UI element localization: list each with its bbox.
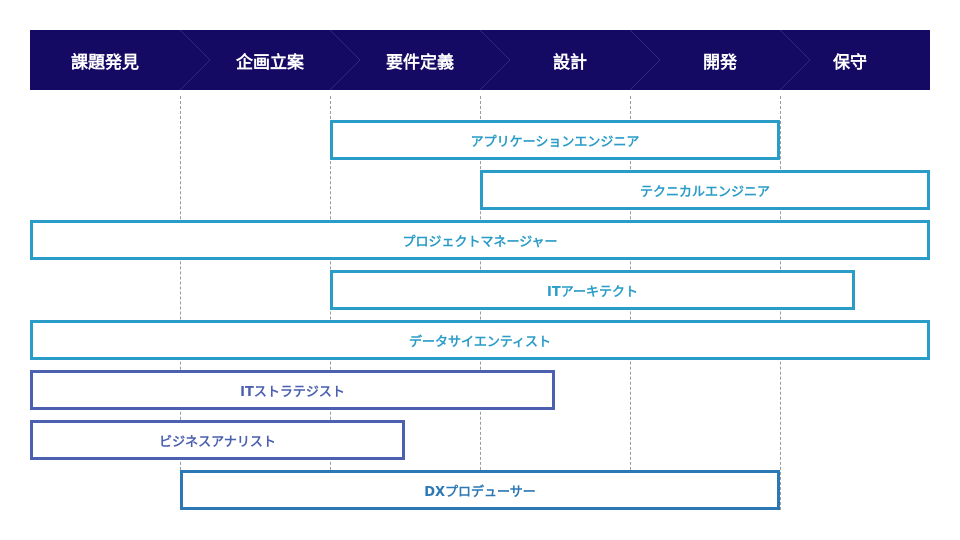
phase-label: 課題発見 (71, 52, 139, 73)
role-bar: データサイエンティスト (30, 320, 930, 360)
phase-divider-line (180, 96, 181, 510)
role-bar: アプリケーションエンジニア (330, 120, 780, 160)
phase-flow: 課題発見 企画立案 要件定義 設計 開発 保守 (30, 30, 930, 90)
phase-step-6: 保守 (780, 30, 930, 90)
phase-step-3: 要件定義 (330, 30, 510, 90)
phase-label: 設計 (553, 52, 587, 73)
role-bar: プロジェクトマネージャー (30, 220, 930, 260)
phase-step-1: 課題発見 (30, 30, 210, 90)
role-bar: ITストラテジスト (30, 370, 555, 410)
phase-label: 保守 (833, 52, 867, 73)
phase-step-2: 企画立案 (180, 30, 360, 90)
phase-label: 企画立案 (236, 52, 304, 73)
role-bar: DXプロデューサー (180, 470, 780, 510)
phase-label: 要件定義 (386, 52, 454, 73)
phase-label: 開発 (703, 52, 737, 73)
role-bar: テクニカルエンジニア (480, 170, 930, 210)
phase-step-4: 設計 (480, 30, 660, 90)
phase-step-5: 開発 (630, 30, 810, 90)
role-bar: ITアーキテクト (330, 270, 855, 310)
role-bar: ビジネスアナリスト (30, 420, 405, 460)
